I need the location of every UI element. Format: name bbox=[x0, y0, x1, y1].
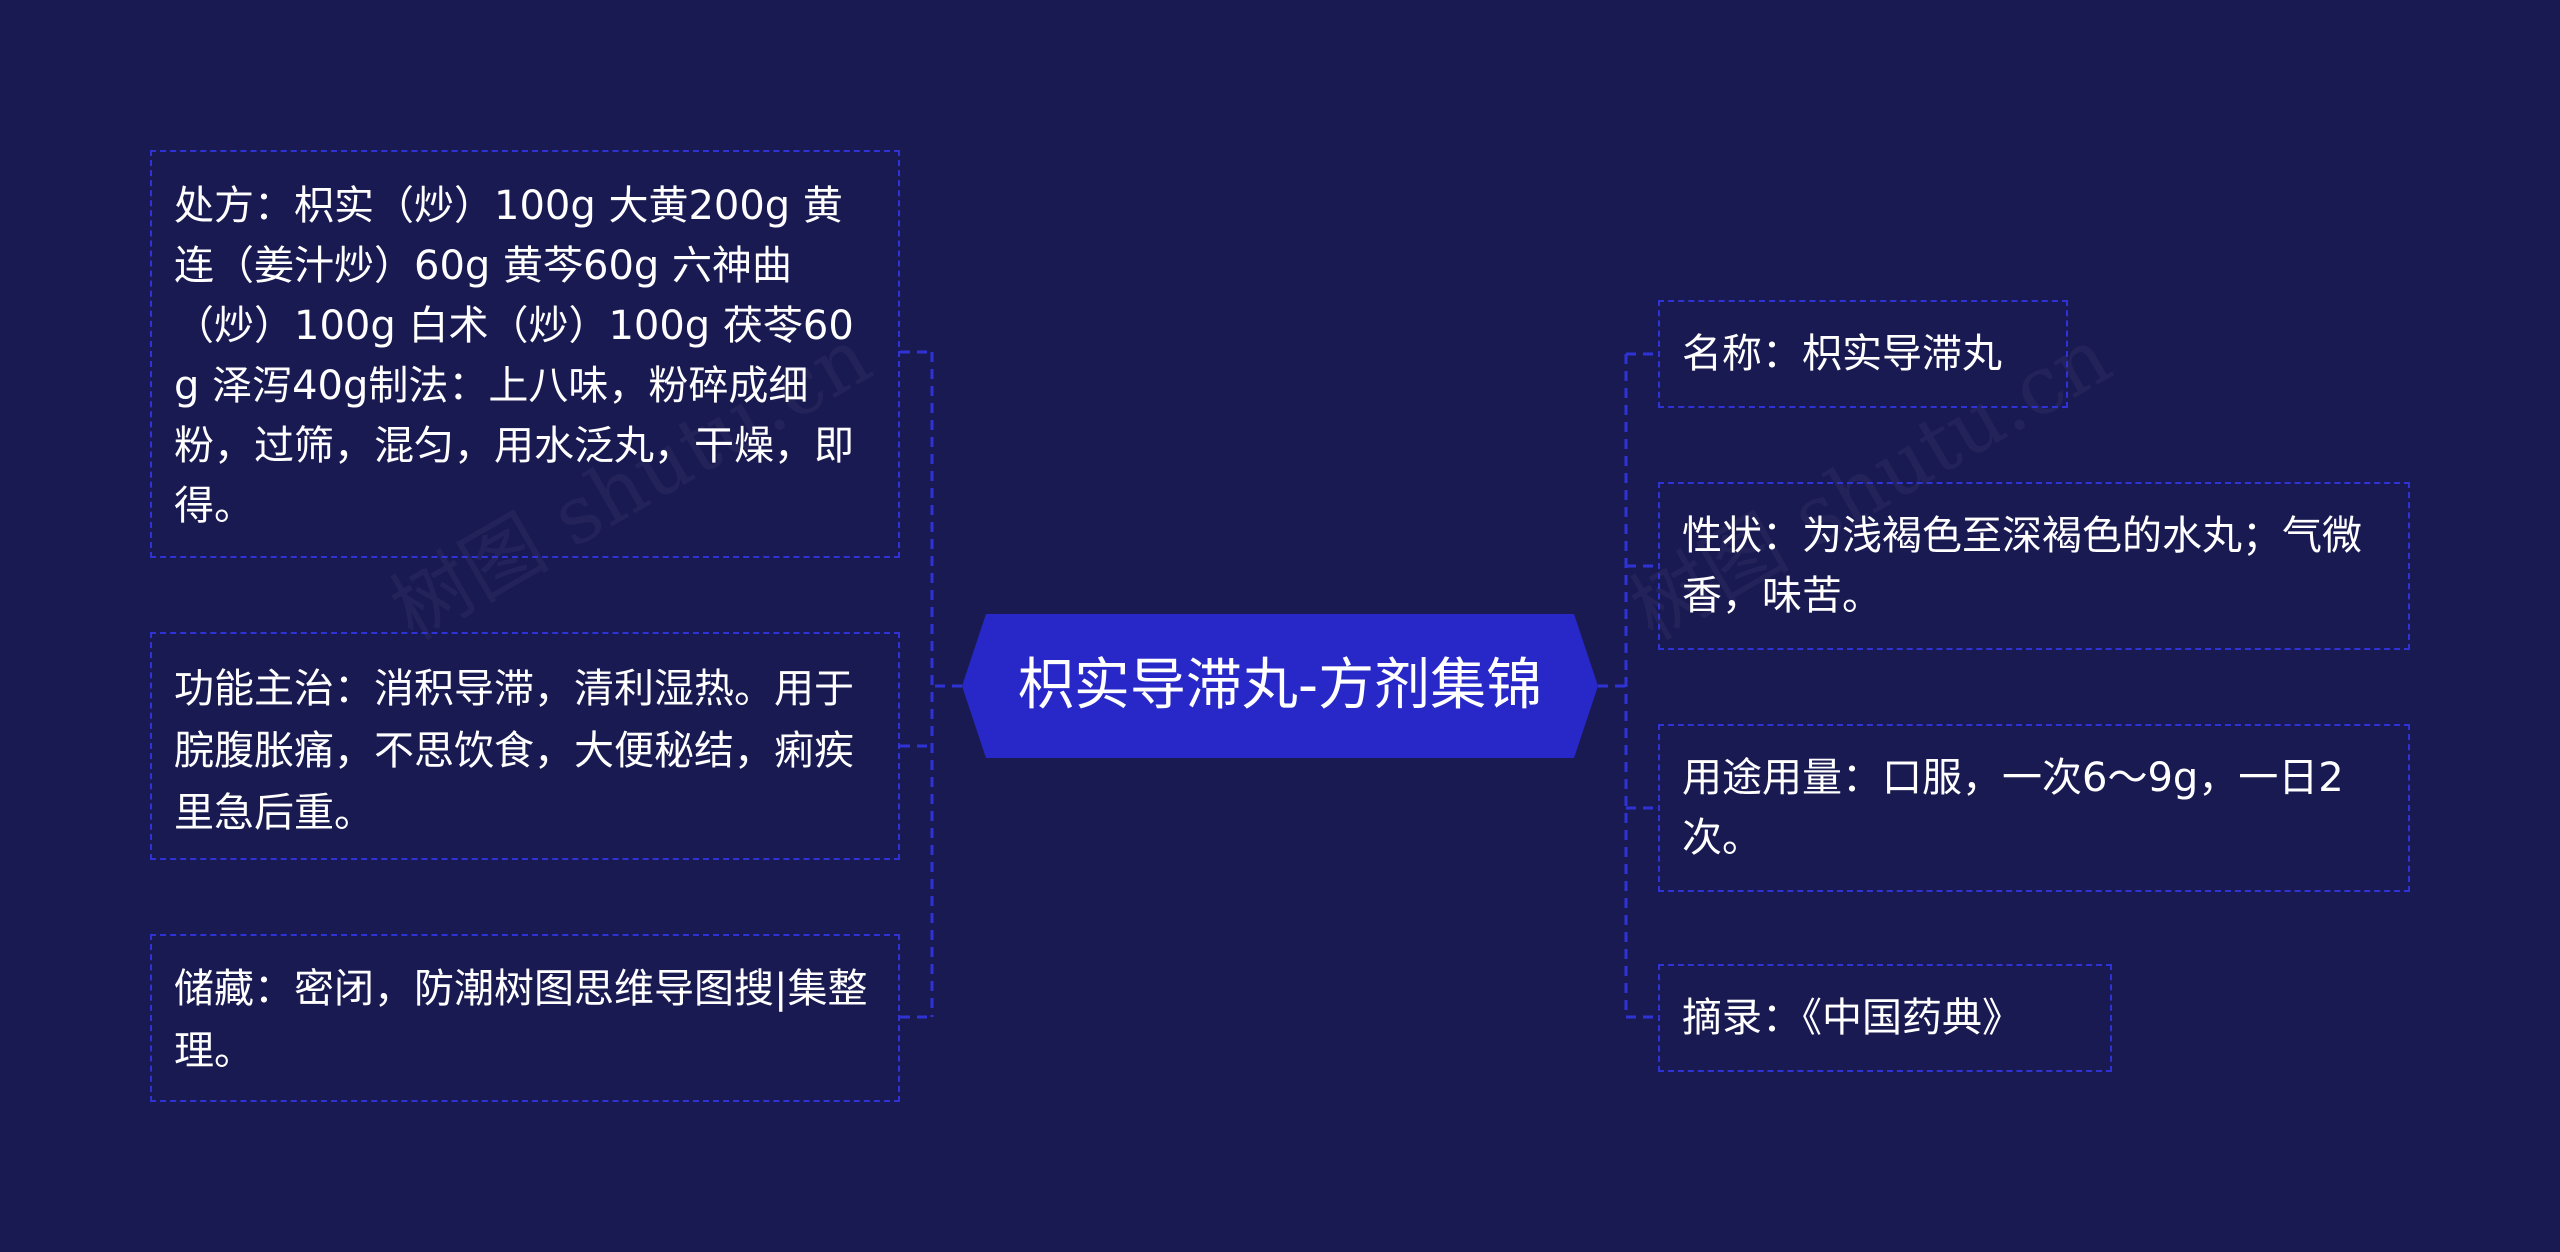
node-usage-dosage[interactable]: 用途用量：口服，一次6～9g，一日2次。 bbox=[1658, 724, 2410, 892]
central-topic[interactable]: 枳实导滞丸-方剂集锦 bbox=[962, 614, 1598, 758]
node-indications[interactable]: 功能主治：消积导滞，清利湿热。用于脘腹胀痛，不思饮食，大便秘结，痢疾里急后重。 bbox=[150, 632, 900, 860]
node-source[interactable]: 摘录：《中国药典》 bbox=[1658, 964, 2112, 1072]
node-prescription[interactable]: 处方：枳实（炒）100g 大黄200g 黄连（姜汁炒）60g 黄芩60g 六神曲… bbox=[150, 150, 900, 558]
node-appearance[interactable]: 性状：为浅褐色至深褐色的水丸；气微香，味苦。 bbox=[1658, 482, 2410, 650]
node-storage[interactable]: 储藏：密闭，防潮树图思维导图搜|集整理。 bbox=[150, 934, 900, 1102]
node-name[interactable]: 名称：枳实导滞丸 bbox=[1658, 300, 2068, 408]
